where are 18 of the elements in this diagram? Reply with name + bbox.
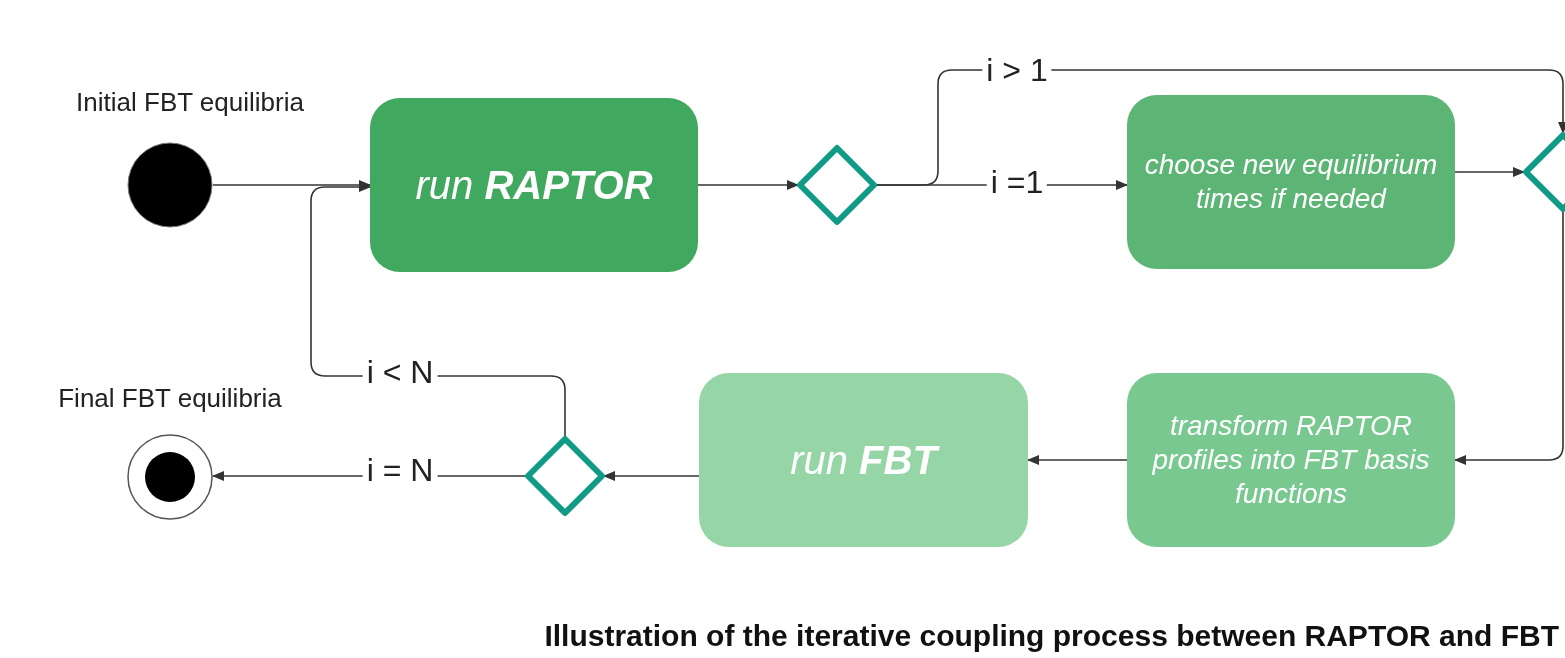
arrow — [1027, 455, 1128, 465]
diamond-node — [523, 434, 607, 518]
process-text: transform RAPTOR profiles into FBT basis functions — [1151, 409, 1431, 511]
process-box — [699, 373, 1028, 547]
arrow — [603, 471, 700, 481]
arrow — [875, 69, 1565, 186]
process-box — [1127, 373, 1455, 547]
process-box — [1127, 95, 1455, 269]
node-caption: Initial FBT equilibria — [76, 86, 304, 118]
diamond-node — [795, 143, 879, 227]
process-text: run RAPTOR — [415, 162, 653, 209]
arrow — [1454, 210, 1564, 465]
caption: Illustration of the iterative coupling process between RAPTOR and FBT — [544, 618, 1559, 654]
process-box — [370, 98, 698, 272]
arrow — [697, 180, 799, 190]
process-text: choose new equilibrium times if needed — [1143, 148, 1439, 216]
node-caption: Final FBT equilibria — [58, 382, 282, 414]
arrow — [1454, 167, 1525, 177]
